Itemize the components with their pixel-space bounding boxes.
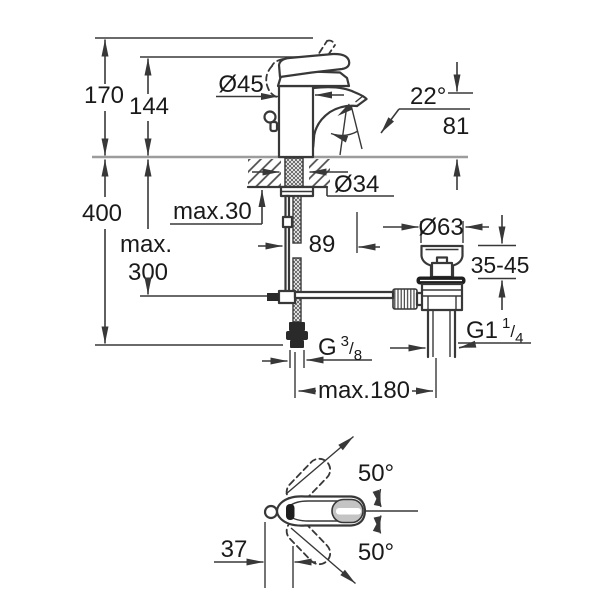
spout-outlet-top: [263, 504, 279, 520]
lever-mark: [286, 504, 295, 520]
under-counter-assembly: [267, 157, 426, 348]
pop-up-knob-stem: [269, 120, 279, 133]
dim-base-height-label: 144: [129, 93, 169, 120]
dim-swivel-up-label: 50°: [358, 460, 394, 487]
waste-thread-slash: /: [510, 322, 515, 341]
angle-reference-line: [339, 104, 348, 156]
supply-thread-slash: /: [349, 339, 354, 358]
knurled-nut: [392, 288, 418, 310]
supply-hose-upper: [292, 195, 302, 244]
dimension-annotations: 170 144 400 max. 300 Ø45 22° 81: [82, 39, 531, 404]
spout-outlet-face: [355, 97, 368, 108]
waste-tailpipe: [426, 308, 457, 359]
pop-up-rod: [284, 194, 291, 294]
dim-deck-range-label: 35-45: [471, 252, 530, 278]
lever-handle: [277, 52, 351, 79]
swivel-limit-line-down: [290, 527, 356, 585]
spout-underside: [312, 104, 359, 149]
junction-fitting: [267, 293, 279, 301]
dim-total-height-label: 170: [84, 82, 124, 109]
dim-stream-angle-label: 22°: [410, 83, 446, 110]
angle-arc-up: [372, 488, 382, 508]
hose-connector-neck: [289, 322, 305, 331]
horizontal-actuating-rod: [293, 290, 395, 300]
dim-hose-spacing-label: max.180: [318, 377, 410, 404]
dim-swivel-down-label: 50°: [358, 539, 394, 566]
pop-up-knob: [263, 110, 277, 124]
faucet-top-view: 50° 50° 37: [214, 435, 418, 588]
dim-body-diameter-label: Ø45: [218, 71, 263, 98]
dim-handle-offset-label: 37: [221, 536, 248, 563]
dim-counter-thickness-label: max.30: [173, 198, 252, 225]
drain-assembly: [416, 244, 466, 359]
rod-clamp: [281, 215, 294, 229]
waste-thread-denominator: 4: [515, 330, 523, 347]
dim-rod-reach-label-line1: max.: [120, 231, 172, 258]
hose-connector-tip: [290, 340, 304, 348]
dim-flange-diameter-label: Ø63: [418, 214, 463, 241]
dim-spout-reach-label: 89: [309, 231, 336, 258]
dim-spout-height-label: 81: [443, 113, 470, 140]
supply-thread-prefix: G: [318, 334, 337, 361]
aerator-line: [355, 94, 364, 103]
angle-arc-arrow: [330, 130, 359, 143]
dim-hose-length-label: 400: [82, 200, 122, 227]
swivel-limit-line-up: [285, 435, 354, 495]
waste-thread-numerator: 1: [502, 315, 510, 332]
spout-top-edge: [311, 86, 368, 101]
waste-thread-prefix: G1: [466, 317, 498, 344]
angle-arc-down: [372, 515, 382, 534]
supply-thread-numerator: 3: [341, 333, 349, 350]
faucet-side-view: [263, 39, 368, 159]
dim-rod-reach-label-line2: 300: [128, 259, 168, 286]
dim-hole-diameter-label: Ø34: [334, 171, 379, 198]
hose-connector-body: [286, 331, 308, 340]
plug-mechanism: [430, 261, 454, 279]
water-stream-arrow-icon: [337, 103, 353, 116]
rod-junction: [277, 289, 297, 305]
stream-angle-line: [350, 104, 363, 150]
threaded-shank: [284, 157, 304, 188]
supply-thread-denominator: 8: [354, 347, 362, 364]
handle-grip-highlight: [336, 508, 361, 515]
faucet-body: [277, 84, 315, 159]
